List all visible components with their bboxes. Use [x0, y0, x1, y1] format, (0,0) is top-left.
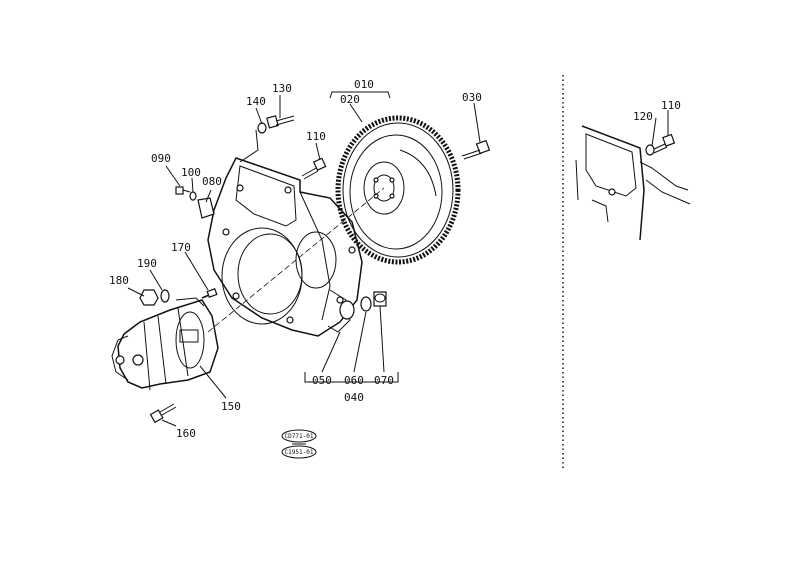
code-text-2: C1951-01 — [285, 449, 314, 456]
detail-housing — [575, 125, 691, 241]
leader-lines — [127, 91, 669, 427]
washer-190 — [160, 289, 170, 303]
assembly-axis — [207, 187, 385, 333]
label-150: 150 — [221, 400, 241, 413]
bolt-110 — [301, 157, 327, 180]
bolt-110-detail — [651, 133, 676, 154]
bolt-130 — [266, 115, 295, 129]
washer-120 — [645, 144, 655, 156]
bolt-090 — [175, 186, 191, 195]
flywheel-ring-gear — [335, 115, 461, 265]
label-040: 040 — [344, 391, 364, 404]
label-080: 080 — [202, 175, 222, 188]
label-170: 170 — [171, 241, 191, 254]
label-120: 120 — [633, 110, 653, 123]
bracket-080 — [197, 197, 215, 219]
label-050: 050 — [312, 374, 332, 387]
stud-170 — [201, 288, 218, 299]
label-030: 030 — [462, 91, 482, 104]
plug-060 — [360, 296, 372, 312]
label-020: 020 — [340, 93, 360, 106]
label-070: 070 — [374, 374, 394, 387]
label-190: 190 — [137, 257, 157, 270]
label-010: 010 — [354, 78, 374, 91]
washer-100 — [189, 191, 197, 201]
bolt-030 — [461, 139, 491, 160]
code-text-1: CD771-01 — [285, 433, 314, 440]
label-140: 140 — [246, 95, 266, 108]
bolt-160 — [149, 403, 177, 424]
nut-180 — [139, 289, 159, 306]
label-060: 060 — [344, 374, 364, 387]
label-130: 130 — [272, 82, 292, 95]
code-badge-1: CD771-01 — [281, 429, 317, 443]
flywheel-housing — [207, 157, 363, 337]
label-180: 180 — [109, 274, 129, 287]
label-090: 090 — [151, 152, 171, 165]
starter-motor — [111, 297, 219, 391]
label-110: 110 — [306, 130, 326, 143]
plug-070 — [373, 291, 387, 307]
label-110-detail: 110 — [661, 99, 681, 112]
label-100: 100 — [181, 166, 201, 179]
label-160: 160 — [176, 427, 196, 440]
code-badge-2: C1951-01 — [281, 445, 317, 459]
washer-140 — [257, 122, 267, 134]
